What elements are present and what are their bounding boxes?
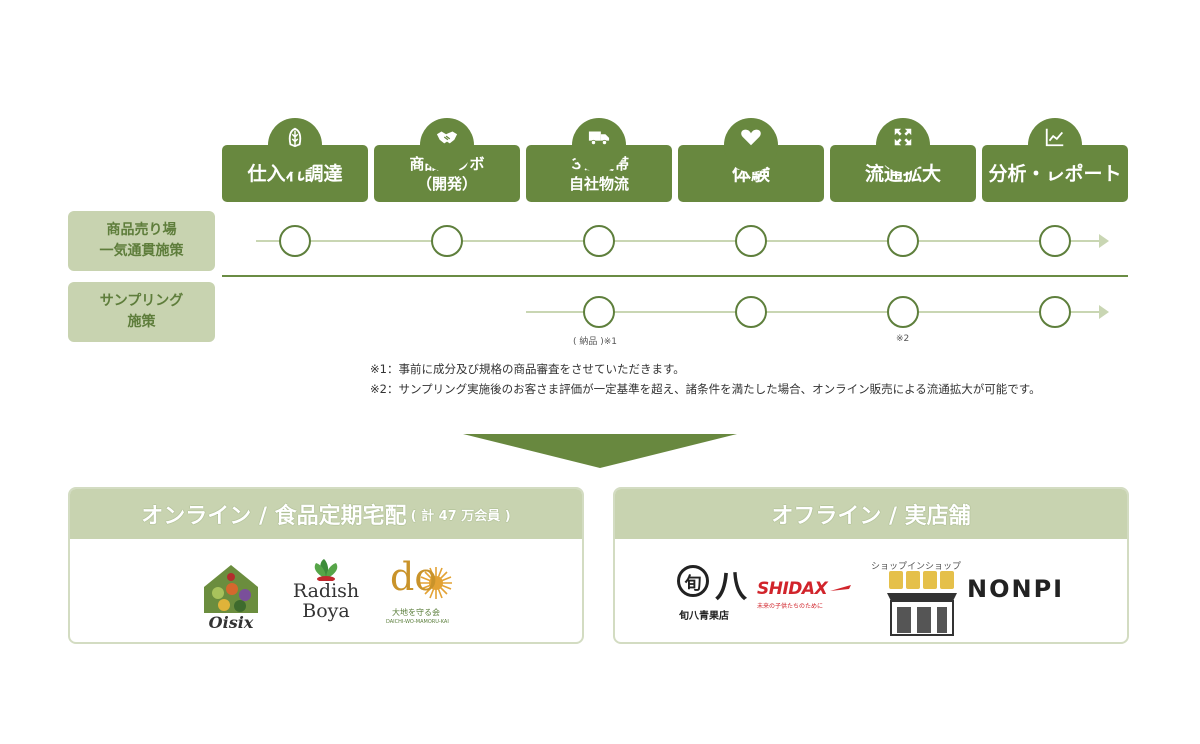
expand-arrows-icon xyxy=(894,128,912,146)
timeline-arrowhead xyxy=(1099,305,1109,319)
row-divider xyxy=(222,275,1128,277)
offline-logos: 旬 八 旬八青果店 SHIDAX 未来の子供たちのために ショップインショップ xyxy=(615,539,1127,642)
step-analysis: 分析・レポート xyxy=(982,118,1128,202)
daichi-jp: 大地を守る会 xyxy=(392,608,440,617)
handshake-icon xyxy=(436,131,458,144)
timeline-arrowhead xyxy=(1099,234,1109,248)
shidax-logo[interactable]: SHIDAX 未来の子供たちのために xyxy=(757,579,857,615)
timeline-node xyxy=(583,225,615,257)
oisix-wordmark: Oisix xyxy=(208,613,254,632)
truck-icon xyxy=(588,131,610,146)
storefront-icon xyxy=(887,571,957,636)
down-arrow xyxy=(463,434,737,468)
nonpi-wordmark: NONPI xyxy=(967,575,1065,603)
daichi-logo[interactable]: do 大地を守る会 DAICHI-WO-MAMORU-KAI xyxy=(386,555,460,635)
timeline-track-sampling xyxy=(526,311,1100,313)
timeline-node xyxy=(887,225,919,257)
row-label-sampling: サンプリング 施策 xyxy=(68,282,215,342)
radish-leaf-icon xyxy=(314,559,338,582)
offline-panel: オフライン / 実店舗 旬 八 旬八青果店 SHIDAX 未来の子供たちのために… xyxy=(613,487,1129,644)
shidax-swoosh-icon xyxy=(830,585,851,591)
timeline-node xyxy=(887,296,919,328)
online-panel: オンライン / 食品定期宅配 ( 計 47 万会員 ) Oisix xyxy=(68,487,584,644)
radish-boya-logo[interactable]: Radish Boya xyxy=(290,557,362,637)
timeline-node xyxy=(1039,296,1071,328)
timeline-node xyxy=(735,225,767,257)
node-note-delivery: ( 納品 )※1 xyxy=(573,337,618,347)
shunpachi-mark: 旬 xyxy=(677,565,709,597)
step-logistics: ３温度帯 自社物流 xyxy=(526,118,672,202)
shunpachi-kanji: 八 xyxy=(715,567,748,605)
shop-in-shop-label: ショップインショップ xyxy=(871,562,962,572)
step-icon-cap xyxy=(876,118,930,172)
timeline-track-store xyxy=(256,240,1100,242)
shunpachi-name: 旬八青果店 xyxy=(679,611,729,622)
step-expansion: 流通拡大 xyxy=(830,118,976,202)
timeline-node xyxy=(1039,225,1071,257)
daichi-sun-icon xyxy=(420,567,452,599)
online-panel-header: オンライン / 食品定期宅配 ( 計 47 万会員 ) xyxy=(70,489,582,539)
step-icon-cap xyxy=(572,118,626,172)
radish-line1: Radish xyxy=(292,580,360,602)
step-icon-cap xyxy=(420,118,474,172)
timeline-node xyxy=(431,225,463,257)
daichi-en: DAICHI-WO-MAMORU-KAI xyxy=(386,619,449,625)
timeline-node xyxy=(279,225,311,257)
step-label: 分析・レポート xyxy=(988,162,1122,185)
timeline-node xyxy=(583,296,615,328)
step-icon-cap xyxy=(1028,118,1082,172)
step-procurement: 仕入れ調達 xyxy=(222,118,368,202)
vegetable-icon xyxy=(288,127,302,148)
shop-in-shop-logo[interactable]: ショップインショップ xyxy=(871,557,965,641)
step-collab: 商品コラボ （開発） xyxy=(374,118,520,202)
heart-icon xyxy=(741,129,761,146)
node-note-expansion: ※2 xyxy=(896,334,910,344)
offline-title: オフライン / 実店舗 xyxy=(771,504,971,529)
online-logos: Oisix Radish Boya xyxy=(70,539,582,642)
daichi-mark: do xyxy=(390,555,438,599)
footnote-1: ※1：事前に成分及び規格の商品審査をさせていただきます。 xyxy=(370,362,685,376)
online-subtitle: ( 計 47 万会員 ) xyxy=(410,508,511,524)
offline-panel-header: オフライン / 実店舗 xyxy=(615,489,1127,539)
oisix-logo[interactable]: Oisix xyxy=(200,563,262,633)
footnote-2: ※2：サンプリング実施後のお客さま評価が一定基準を超え、諸条件を満たした場合、オ… xyxy=(370,382,1041,396)
nonpi-logo[interactable]: NONPI xyxy=(967,575,1067,605)
radish-line2: Boya xyxy=(302,600,350,622)
shidax-tagline: 未来の子供たちのために xyxy=(757,603,824,610)
step-experience: 体験 xyxy=(678,118,824,202)
oisix-house-icon xyxy=(204,565,258,613)
step-label: 流通拡大 xyxy=(864,162,941,185)
row-label-store: 商品売り場 一気通貫施策 xyxy=(68,211,215,271)
online-title: オンライン / 食品定期宅配 xyxy=(141,504,407,529)
shunpachi-logo[interactable]: 旬 八 旬八青果店 xyxy=(677,565,751,625)
timeline-node xyxy=(735,296,767,328)
step-label: 仕入れ調達 xyxy=(247,162,343,185)
step-icon-cap xyxy=(268,118,322,172)
step-icon-cap xyxy=(724,118,778,172)
line-chart-icon xyxy=(1045,128,1064,147)
shidax-wordmark: SHIDAX xyxy=(757,579,828,599)
